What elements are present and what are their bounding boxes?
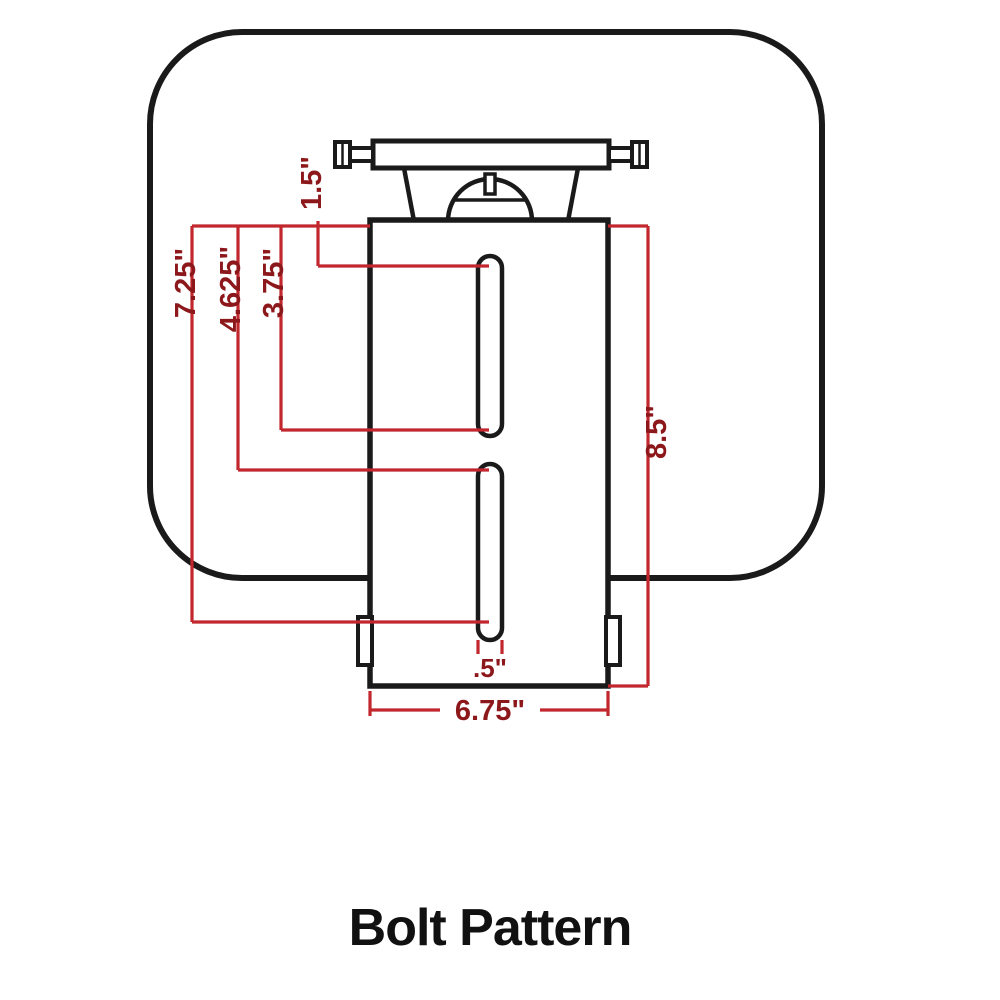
- mount-left-wall: [401, 167, 417, 222]
- screw-slot: [483, 172, 497, 196]
- dim-line-6-75: [368, 691, 610, 716]
- dim-label-4-625: 4.625": [215, 246, 247, 332]
- dim-label-1-5: 1.5": [296, 156, 328, 210]
- dim-label-3-75: 3.75": [258, 248, 290, 318]
- left-bolt-shaft: [347, 146, 375, 163]
- dim-line-1-5: [316, 221, 489, 268]
- dim-label-6-75: 6.75": [455, 695, 525, 727]
- bracket-left-tab: [356, 615, 374, 667]
- dim-label-8-5: 8.5": [641, 405, 673, 459]
- bracket-right-tab: [604, 615, 622, 667]
- mount-right-wall: [565, 167, 581, 222]
- right-bolt-shaft: [607, 146, 635, 163]
- lower-bolt-slot: [475, 461, 505, 643]
- dim-line-3-75: [279, 226, 489, 432]
- left-bolt: [333, 140, 375, 169]
- upper-bolt-slot: [475, 253, 505, 439]
- top-clamp-assembly: [333, 138, 649, 222]
- dim-line-4-625: [236, 226, 489, 472]
- dim-line-7-25: [190, 226, 489, 624]
- dimension-lines: [190, 221, 650, 716]
- dim-label-slot-width: .5": [473, 653, 507, 683]
- dim-line-8-5: [608, 224, 650, 688]
- dim-ticks-slot-width: [476, 640, 504, 654]
- clamp-bar: [370, 138, 612, 171]
- diagram-title: Bolt Pattern: [349, 899, 632, 957]
- dim-label-7-25: 7.25": [170, 248, 202, 318]
- right-bolt: [607, 140, 649, 169]
